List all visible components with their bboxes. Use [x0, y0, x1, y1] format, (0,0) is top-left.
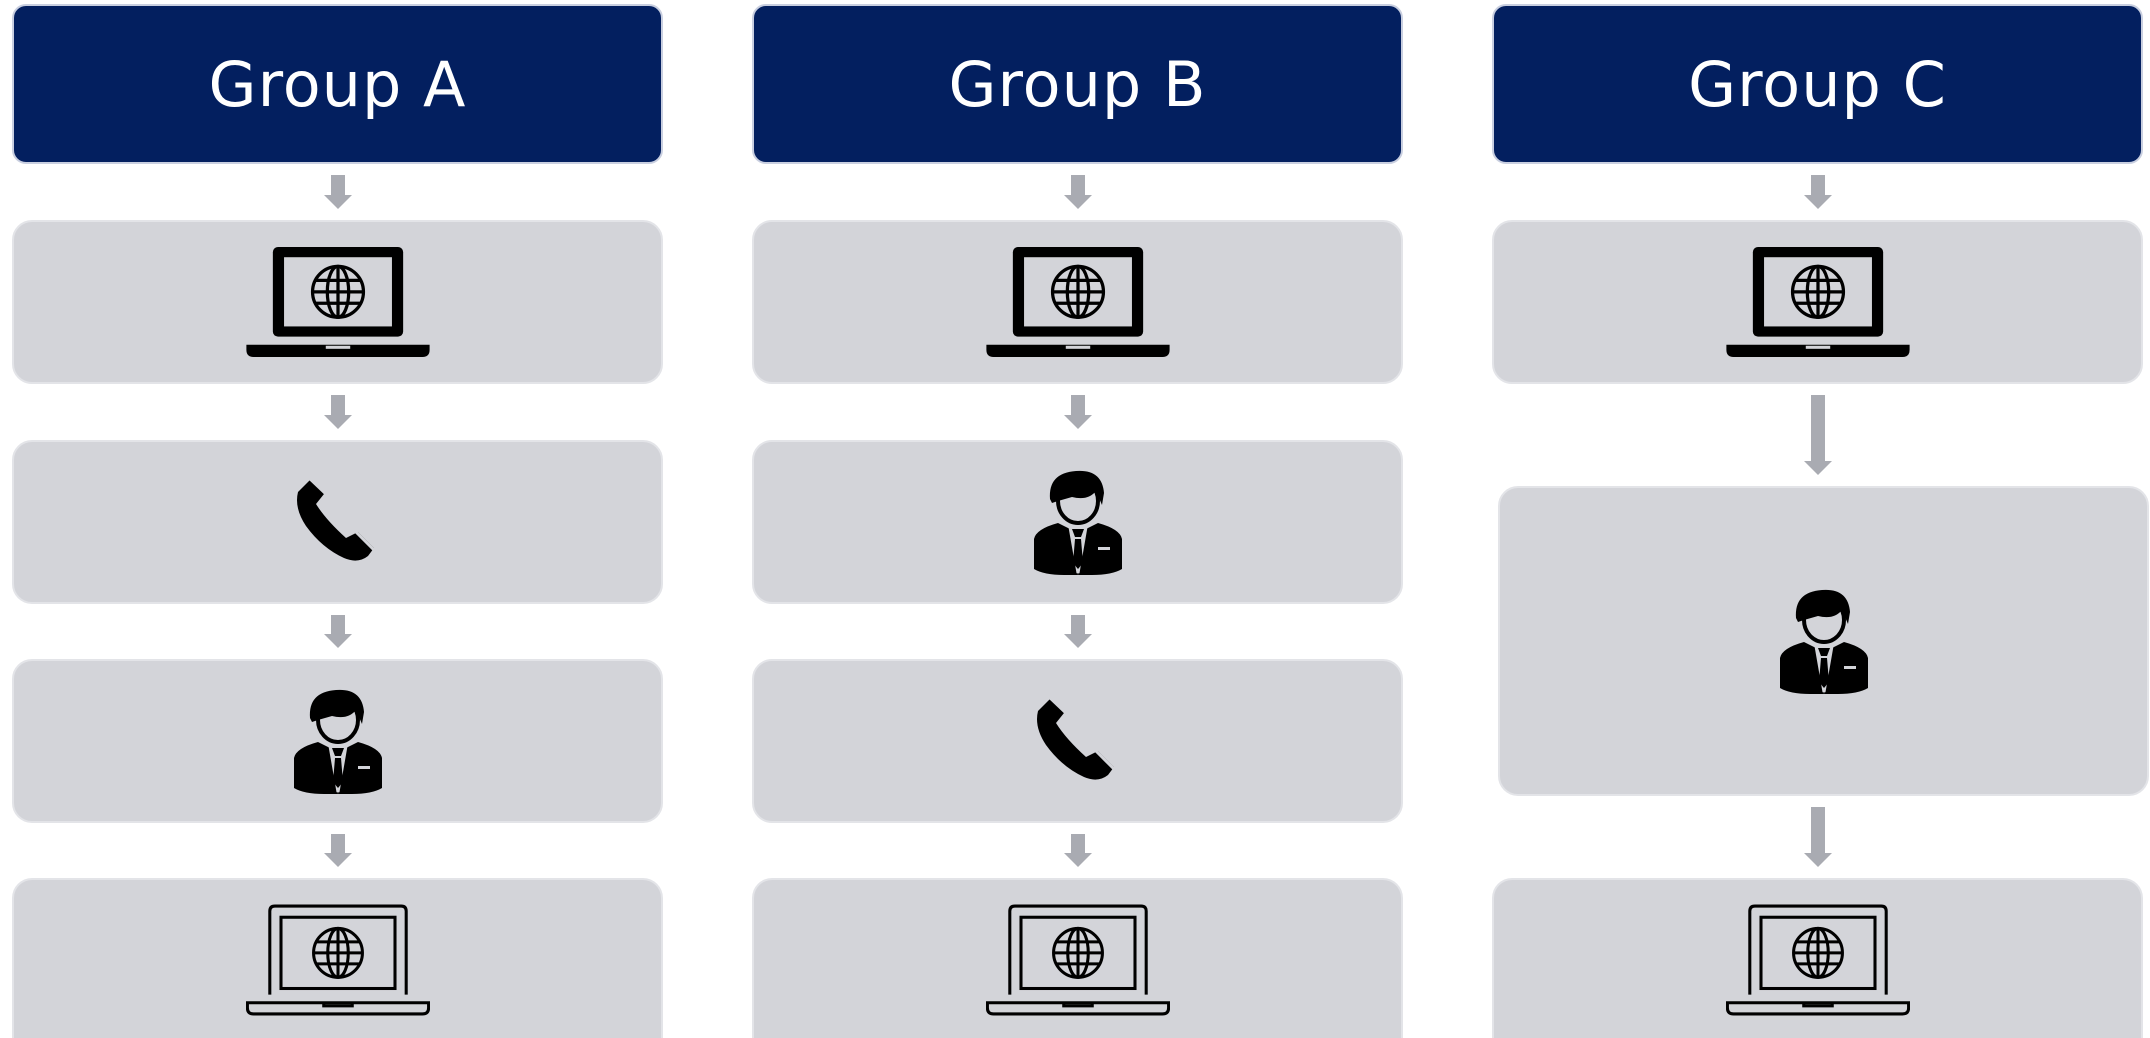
laptop-globe-icon	[245, 247, 430, 357]
group-header: Group A	[12, 4, 663, 164]
down-arrow-icon	[1063, 175, 1092, 209]
down-arrow-icon	[1803, 395, 1832, 475]
laptop-outline-globe-icon	[1725, 904, 1910, 1016]
step-box	[752, 659, 1403, 823]
down-arrow-icon	[323, 175, 352, 209]
group-title: Group B	[948, 47, 1207, 121]
laptop-globe-icon	[1725, 247, 1910, 357]
down-arrow-icon	[1803, 807, 1832, 867]
phone-icon	[296, 473, 375, 561]
person-icon	[1033, 470, 1122, 575]
down-arrow-icon	[1063, 615, 1092, 648]
person-icon	[293, 689, 382, 794]
laptop-outline-globe-icon	[985, 904, 1170, 1016]
group-header: Group B	[752, 4, 1403, 164]
group-title: Group A	[208, 47, 467, 121]
laptop-globe-icon	[985, 247, 1170, 357]
group-title: Group C	[1688, 47, 1947, 121]
down-arrow-icon	[323, 615, 352, 648]
group-header: Group C	[1492, 4, 2143, 164]
person-icon	[1779, 589, 1868, 694]
down-arrow-icon	[323, 395, 352, 429]
phone-icon	[1036, 692, 1115, 780]
down-arrow-icon	[1063, 395, 1092, 429]
step-box	[12, 659, 663, 823]
down-arrow-icon	[323, 834, 352, 867]
laptop-outline-globe-icon	[245, 904, 430, 1016]
down-arrow-icon	[1063, 834, 1092, 867]
step-box	[12, 440, 663, 604]
down-arrow-icon	[1803, 175, 1832, 209]
